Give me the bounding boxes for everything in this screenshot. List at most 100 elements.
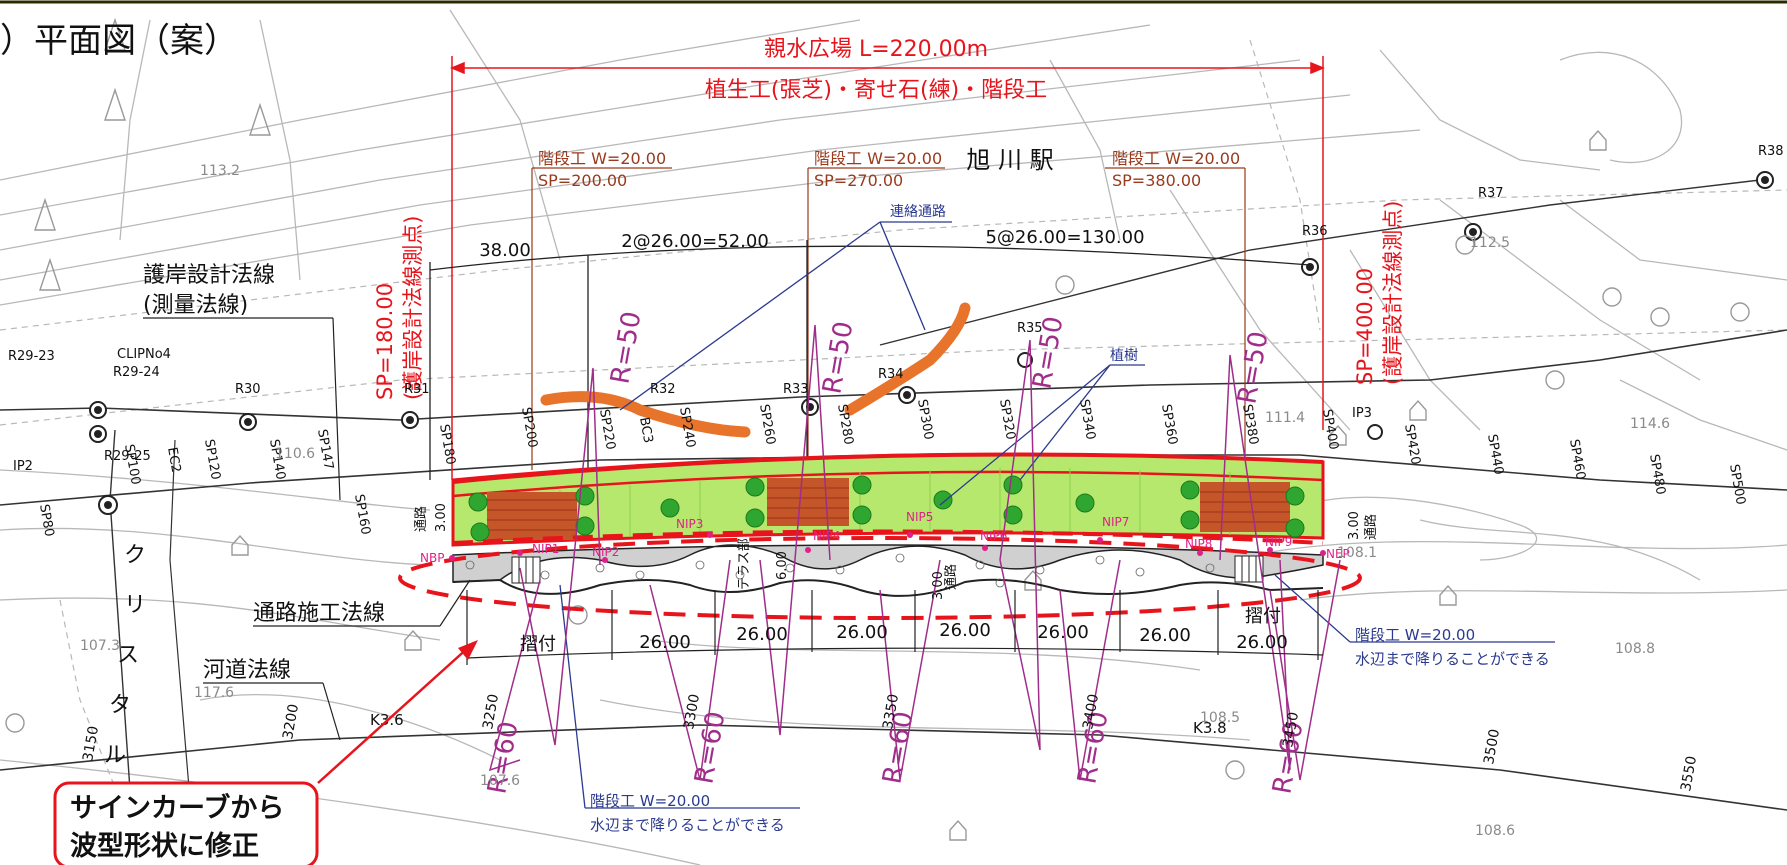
river-line-curve	[0, 724, 1787, 811]
chainage-label: 3350	[880, 693, 902, 731]
stair-bottom-right-width: 階段工 W=20.00	[1355, 626, 1475, 644]
stair-top-2-sp: SP=270.00	[814, 171, 903, 190]
inner-red-line	[452, 470, 1324, 498]
point-label: R34	[878, 367, 904, 382]
elevation-label: 108.5	[1200, 710, 1240, 726]
passage-label-left: 通路	[413, 506, 429, 532]
stair-bottom-right-note: 水辺まで降りることができる	[1355, 650, 1550, 668]
note-line-2: 波型形状に修正	[70, 831, 259, 862]
sp-label: SP500	[1726, 463, 1748, 506]
callout-passage: 連絡通路	[890, 204, 946, 220]
bottom-dim-3: 26.00	[836, 622, 888, 643]
note-arrow-line	[317, 645, 471, 784]
point-label: BC3	[636, 416, 655, 444]
elevation-label: 107.3	[80, 638, 120, 654]
stone-step-lines	[518, 556, 1257, 583]
note-line-1: サインカーブから	[70, 792, 284, 824]
sp-label: SP300	[914, 398, 936, 441]
top-dim-2: 2@26.00=52.00	[621, 231, 769, 252]
sp-label: SP400	[1319, 408, 1341, 451]
point-label: R29-25	[104, 449, 151, 464]
top-dim-1: 38.00	[479, 240, 531, 261]
point-label: R31	[404, 382, 430, 397]
chainage-label: 3150	[80, 725, 102, 763]
stair-top-1-sp: SP=200.00	[538, 171, 627, 190]
sp-label: SP80	[36, 503, 56, 538]
sp-label: SP260	[756, 403, 778, 446]
nip-label-nbp: NBP	[420, 551, 444, 565]
crystal-char-5: ル	[104, 743, 126, 768]
elevation-labels: 108.8 107.3 117.6 107.6 108.6 108.5 108.…	[80, 163, 1670, 839]
point-label: R38	[1758, 144, 1784, 159]
point-label: R37	[1478, 186, 1504, 201]
point-label: R36	[1302, 224, 1328, 239]
passage-width-right: 3.00	[1347, 511, 1362, 540]
terrace-width: 6.00	[775, 551, 790, 580]
sp-station-labels: SP80 SP100 SP120 SP140 SP147 SP160 SP180…	[36, 398, 1748, 538]
point-label: R29-24	[113, 365, 160, 380]
sp-label: SP380	[1239, 403, 1261, 446]
bottom-dim-4: 26.00	[939, 620, 991, 641]
top-dim-3: 5@26.00=130.00	[985, 227, 1144, 248]
revision-ellipse	[398, 536, 1362, 620]
passage-width-left: 3.00	[434, 503, 449, 532]
sp-label: SP147	[314, 428, 336, 471]
sp-right-note: (護岸設計法線測点)	[1381, 201, 1405, 385]
chainage-label: 3200	[280, 703, 302, 741]
connector-passage-left	[540, 391, 751, 438]
nip-markers	[449, 532, 1326, 563]
point-label: CLIPNo4	[117, 347, 171, 362]
stone-texture	[465, 553, 1215, 588]
k-marker-2: K3.8	[1193, 719, 1227, 737]
design-line-sublabel: (測量法線)	[143, 293, 248, 318]
nip-label-9: NIP9	[1265, 535, 1292, 549]
sp-label: SP280	[834, 403, 856, 446]
sp-label: SP120	[201, 438, 223, 481]
stair-top-3-sp: SP=380.00	[1112, 171, 1201, 190]
red-dimension-lines	[450, 56, 1325, 480]
elevation-label: 110.6	[275, 446, 315, 462]
revision-dashed-line	[452, 529, 1324, 545]
stone-band	[452, 544, 1324, 583]
page-title: ）平面図（案）	[0, 21, 238, 61]
passage-label-right: 通路	[1363, 514, 1379, 540]
stair-top-3-width: 階段工 W=20.00	[1112, 149, 1240, 168]
nip-label-7: NIP7	[1102, 515, 1129, 529]
connector-passage-right	[844, 302, 971, 416]
road-line-label: 通路施工法線	[253, 601, 385, 626]
stair-leaders	[531, 167, 1246, 470]
stair-bottom-left-width: 階段工 W=20.00	[590, 792, 710, 810]
terrace-label: テラス部	[737, 538, 752, 590]
elevation-label: 114.6	[1630, 416, 1670, 432]
bottom-dim-6: 26.00	[1139, 625, 1191, 646]
sp-label: SP100	[121, 443, 143, 486]
elevation-label: 117.6	[194, 685, 234, 701]
bottom-dim-2: 26.00	[736, 624, 788, 645]
map-symbols	[5, 17, 1750, 841]
plaza-works-label: 植生工(張芝)・寄せ石(練)・階段工	[705, 78, 1047, 103]
bottom-dimension	[466, 590, 1324, 665]
sp-right-value: SP=400.00	[1353, 268, 1377, 385]
nip-label-4: NIP4	[813, 529, 840, 543]
nip-label-2: NIP2	[592, 545, 619, 559]
sp-label: SP440	[1484, 433, 1506, 476]
road-line	[879, 179, 1761, 346]
suritsuke-right: 摺付	[1245, 606, 1281, 627]
station-name: 旭 川 駅	[966, 146, 1053, 174]
river-line-leader-drop	[322, 682, 341, 741]
crystal-char-2: リ	[124, 593, 146, 618]
sp-label: SP480	[1646, 453, 1668, 496]
sp-label: SP420	[1401, 423, 1423, 466]
sp-left-note: (護岸設計法線測点)	[401, 216, 425, 400]
crystal-street-line-2	[169, 439, 191, 801]
passage-label-mid: 通路	[943, 564, 959, 590]
chainage-label: 3550	[1678, 755, 1700, 793]
plaza-length-label: 親水広場 L=220.00m	[764, 37, 988, 62]
survey-point-labels: R29-23 CLIPNo4 R29-24 R29-25 R30 R31 R32…	[8, 144, 1784, 474]
elevation-label: 111.4	[1265, 410, 1305, 426]
bottom-dim-5: 26.00	[1037, 622, 1089, 643]
elevation-label: 108.1	[1337, 545, 1377, 561]
trees	[468, 475, 1305, 542]
sp-label: SP160	[351, 493, 373, 536]
